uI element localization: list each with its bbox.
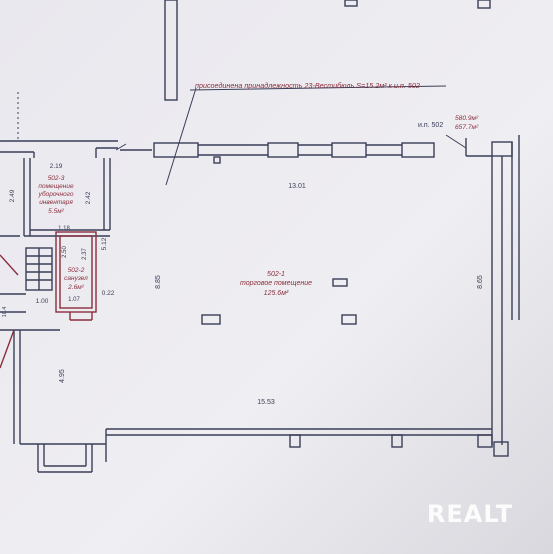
dim-wc-right: 2.37 [82,248,88,260]
dim-right-height: 8.65 [477,275,484,289]
parcel-label: и.п. 502 [418,122,443,129]
room-main-name: торговое помещение [240,280,312,287]
dim-left-edge: 10.4 [2,307,8,318]
leader-lines [17,85,467,186]
dim-bottom-width: 15.53 [257,399,275,406]
dim-hall-right: 5.12 [101,237,108,250]
room-storage-name-2: уборочного [38,190,74,198]
dim-top-width: 13.01 [288,183,306,190]
parcel-area-a: 580.9м² [455,115,479,122]
wc-outline [0,231,97,369]
dim-wc-left: 2.50 [62,246,68,258]
dim-storage-top: 2.19 [50,163,63,170]
room-wc-area: 2.6м² [67,284,84,291]
room-main-code: 502-1 [267,271,285,278]
dim-storage-right: 2.42 [85,191,92,204]
room-storage-name-3: инвентаря [39,199,73,206]
annotation-top: присоединена принадлежность 23-Вестибюль… [195,81,420,90]
column-top-1 [164,0,178,101]
dim-lower-left: 4.95 [59,369,66,383]
room-main-area: 125.6м² [264,290,289,297]
dim-storage-left: 2.49 [9,189,16,202]
room-wc-name: санузел [64,275,88,282]
parcel-area-b: 657.7м² [455,124,479,131]
room-storage-code: 502-3 [48,175,65,182]
dim-stair-width: 1.00 [36,298,49,305]
column-top-3 [477,0,491,9]
watermark: REALT [427,500,513,528]
room-wc-code: 502-2 [68,267,85,274]
dim-left-height: 8.85 [155,275,162,289]
room-storage-name-1: помещение [38,183,74,190]
dim-wc-top: 1.18 [58,226,70,232]
column-top-2 [344,0,358,7]
dim-wc-bottom: 1.07 [68,297,80,303]
room-storage-area: 5.5м² [48,208,64,215]
dim-step: 0.22 [102,290,115,297]
